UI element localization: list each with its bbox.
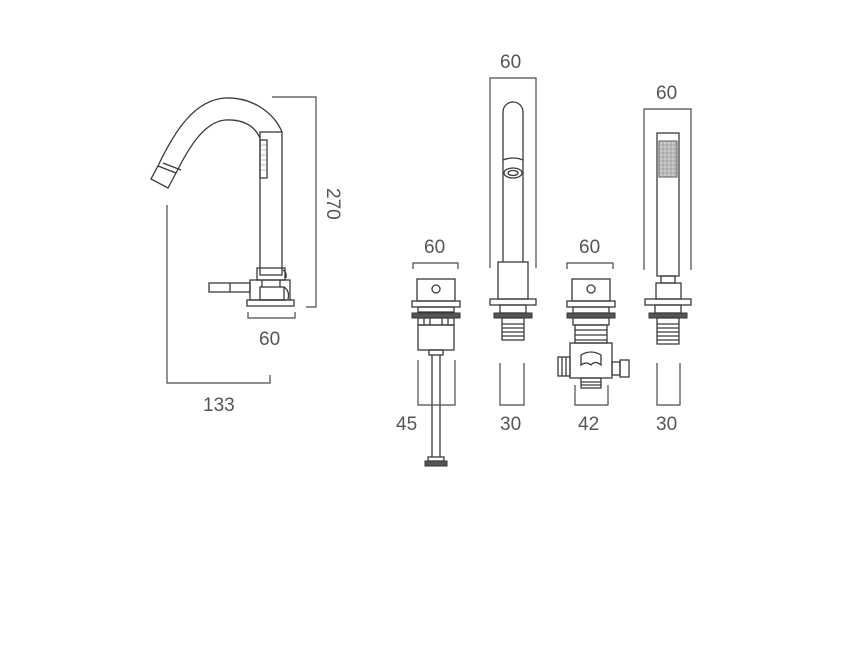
dim-label-shower-tail: 30: [656, 414, 677, 435]
valve-tail-component: 60 45: [396, 237, 461, 467]
dim-line-shower-top: [643, 108, 692, 270]
shower-spray-face: [658, 140, 678, 178]
dim-line-valve1-top: [412, 262, 459, 269]
valve2-indicator: [586, 284, 596, 294]
spout-arc-inner: [175, 119, 261, 174]
dim-line-valve2-top: [566, 262, 614, 269]
spout-base-plate: [246, 299, 295, 307]
dim-line-height: [272, 96, 317, 308]
dim-label-height: 270: [322, 188, 343, 220]
dim-line-base: [247, 312, 296, 319]
dim-line-tallspout-top: [489, 77, 537, 268]
tall-spout-component: 60 30: [489, 52, 537, 435]
dim-label-tallspout-tail: 30: [500, 414, 521, 435]
aerator-panel: [259, 139, 268, 179]
dim-line-valve2-body: [574, 385, 609, 406]
dim-label-shower-top: 60: [656, 83, 677, 104]
dim-label-valve2-top: 60: [579, 237, 600, 258]
valve1-indicator: [431, 284, 441, 294]
dim-line-tallspout-tail: [499, 363, 525, 406]
dim-label-projection: 133: [203, 395, 235, 416]
diverter-port-left: [557, 356, 571, 377]
dim-line-projection: [166, 205, 271, 384]
valve2-head: [571, 278, 611, 302]
tall-spout-tube: [502, 101, 524, 262]
dim-label-valve2-body: 42: [578, 414, 599, 435]
dim-label-valve1-tail: 45: [396, 414, 417, 435]
diverter-port-bottom: [580, 377, 602, 389]
spout-nozzle: [151, 160, 176, 188]
hand-shower-component: 60 30: [643, 83, 692, 435]
diverter-valve-component: 60 42: [557, 237, 630, 435]
diverter-port-right: [619, 359, 630, 378]
valve1-head: [416, 278, 456, 302]
spout-arc-outer: [157, 97, 283, 167]
tall-spout-outlet: [503, 167, 523, 179]
spout-body: [259, 131, 283, 276]
dim-label-valve1-top: 60: [424, 237, 445, 258]
dim-line-shower-tail: [656, 363, 681, 406]
spout-component: 270 60 133: [151, 96, 343, 416]
dim-line-valve1-tail: [417, 360, 456, 406]
shower-holder: [655, 282, 682, 300]
dim-label-base: 60: [259, 329, 280, 350]
tall-spout-collar: [497, 261, 529, 300]
diverter-body: [569, 342, 613, 379]
dim-label-tallspout-top: 60: [500, 52, 521, 73]
